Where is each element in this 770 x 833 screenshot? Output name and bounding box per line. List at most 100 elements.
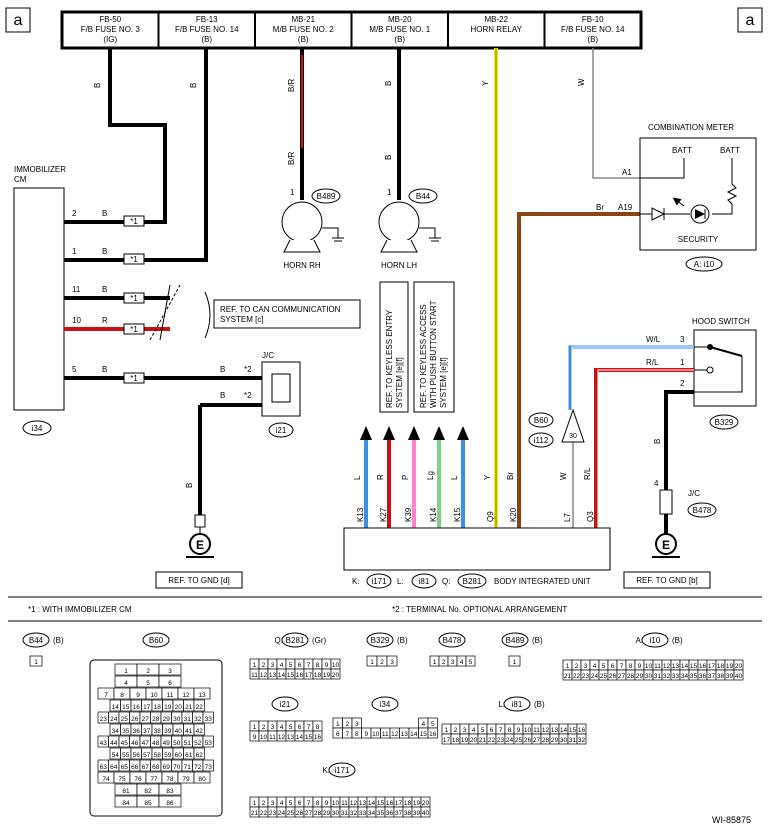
i21-pin: 4 xyxy=(280,724,284,731)
svg-text:Lg: Lg xyxy=(426,471,435,480)
corner-label-left: a xyxy=(14,12,23,29)
b281-pin: 18 xyxy=(314,672,322,679)
b60-pin: 68 xyxy=(152,764,160,771)
i81-color: (B) xyxy=(534,700,545,709)
b60-pin: 42 xyxy=(196,728,204,735)
i171-pin: 22 xyxy=(260,810,268,817)
svg-text:B: B xyxy=(102,285,107,294)
svg-text:Q:: Q: xyxy=(442,577,450,586)
b60-pin: 2 xyxy=(146,668,150,675)
fuse-3-line1: MB-21 xyxy=(291,15,315,24)
svg-text:E: E xyxy=(662,538,670,552)
wire-wl xyxy=(568,345,694,410)
b60-pin: 19 xyxy=(164,704,172,711)
b60-pin: 85 xyxy=(144,800,152,807)
b489-color: (B) xyxy=(532,636,543,645)
b60-pin: 82 xyxy=(144,788,152,795)
i171-pin: 24 xyxy=(278,810,286,817)
b281-pin: 11 xyxy=(251,672,258,679)
b60-pin: 25 xyxy=(121,716,129,723)
svg-text:B329: B329 xyxy=(715,418,734,427)
i10-pin: 39 xyxy=(726,673,734,680)
svg-text:i171: i171 xyxy=(371,577,387,586)
i10-pin: 11 xyxy=(654,663,661,670)
i10-pin: 4 xyxy=(593,663,597,670)
svg-text:1: 1 xyxy=(72,247,77,256)
b44-label: B44 xyxy=(29,636,44,645)
i171-pin: 11 xyxy=(341,800,348,807)
i10-pin: 10 xyxy=(645,663,653,670)
biu-pin-K27: K27 xyxy=(379,507,388,522)
i10-pin: 33 xyxy=(672,673,680,680)
b60-pin: 33 xyxy=(205,716,213,723)
b60-pin: 55 xyxy=(122,752,130,759)
b60-pin: 84 xyxy=(122,800,130,807)
b60-pin: 72 xyxy=(194,764,202,771)
b60-pin: 81 xyxy=(122,788,130,795)
svg-text:B60: B60 xyxy=(534,416,549,425)
i171-pin: 3 xyxy=(271,800,275,807)
i171-pin: 27 xyxy=(305,810,313,817)
i21-pin: 13 xyxy=(287,734,295,741)
svg-text:Br: Br xyxy=(596,203,604,212)
biu-pin-Q3: Q3 xyxy=(586,511,595,522)
i81-pin: 11 xyxy=(533,727,540,734)
b60-pin: 47 xyxy=(142,740,150,747)
i21-pin: 6 xyxy=(298,724,302,731)
immobilizer-pins: 2 1 11 10 5 xyxy=(72,209,81,374)
b60-pin: 17 xyxy=(143,704,151,711)
svg-text:E: E xyxy=(196,538,204,552)
i171-label: i171 xyxy=(334,766,350,775)
svg-text:SYSTEM [e][f]: SYSTEM [e][f] xyxy=(395,357,404,408)
svg-text:11: 11 xyxy=(72,285,81,294)
b60-pin: 10 xyxy=(150,692,158,699)
i34-pin: 4 xyxy=(421,721,425,728)
i34-pin: 3 xyxy=(355,721,359,728)
connector-30: 30 B60 i112 xyxy=(528,408,585,448)
i21-pin: 5 xyxy=(289,724,293,731)
i10-pin: 13 xyxy=(672,663,680,670)
i81-pin: 26 xyxy=(524,737,532,744)
i21-pin: 16 xyxy=(314,734,322,741)
note-2: *2 : TERMINAL No. OPTIONAL ARRANGEMENT xyxy=(392,605,567,614)
b60-pin: 4 xyxy=(124,680,128,687)
i34-pin: 15 xyxy=(420,731,428,738)
note-1: *1 : WITH IMMOBILIZER CM xyxy=(28,605,132,614)
i171-pin: 17 xyxy=(395,800,403,807)
b60-pin: 1 xyxy=(124,668,128,675)
b489-label: B489 xyxy=(506,636,525,645)
b60-pin: 51 xyxy=(184,740,192,747)
i10-pin: 20 xyxy=(735,663,743,670)
svg-text:REF. TO KEYLESS ACCESS: REF. TO KEYLESS ACCESS xyxy=(419,304,428,408)
i171-pin: 20 xyxy=(422,800,430,807)
b60-pin: 64 xyxy=(110,764,118,771)
i171-pin: 9 xyxy=(325,800,329,807)
b60-pin: 35 xyxy=(122,728,130,735)
b60-pin: 45 xyxy=(121,740,129,747)
b281-pin: 14 xyxy=(278,672,286,679)
b60-pin: 8 xyxy=(120,692,124,699)
i171-pin: 26 xyxy=(296,810,304,817)
can-break xyxy=(149,284,361,341)
b60-pin: 60 xyxy=(175,752,183,759)
b281-pin: 6 xyxy=(298,662,302,669)
b60-pin: 69 xyxy=(163,764,171,771)
b60-label: B60 xyxy=(149,636,164,645)
i10-pin: 7 xyxy=(620,663,624,670)
i10-prefix: A: xyxy=(635,636,643,645)
i171-pin: 14 xyxy=(368,800,376,807)
b281-pin: 16 xyxy=(296,672,304,679)
svg-text:B: B xyxy=(185,483,194,488)
b60-pin: 6 xyxy=(168,680,172,687)
b60-pin: 54 xyxy=(112,752,120,759)
b60-pin: 36 xyxy=(133,728,141,735)
i10-pin: 12 xyxy=(663,663,671,670)
i21-pin: 2 xyxy=(262,724,266,731)
immobilizer-title-1: IMMOBILIZER xyxy=(14,165,66,174)
fuse-2-line2: F/B FUSE NO. 14 xyxy=(175,25,239,34)
b281-color: (Gr) xyxy=(312,636,327,645)
b281-pin: 10 xyxy=(332,662,340,669)
i81-pin: 24 xyxy=(506,737,514,744)
b60-pin: 15 xyxy=(122,704,130,711)
i10-pin: 28 xyxy=(627,673,635,680)
